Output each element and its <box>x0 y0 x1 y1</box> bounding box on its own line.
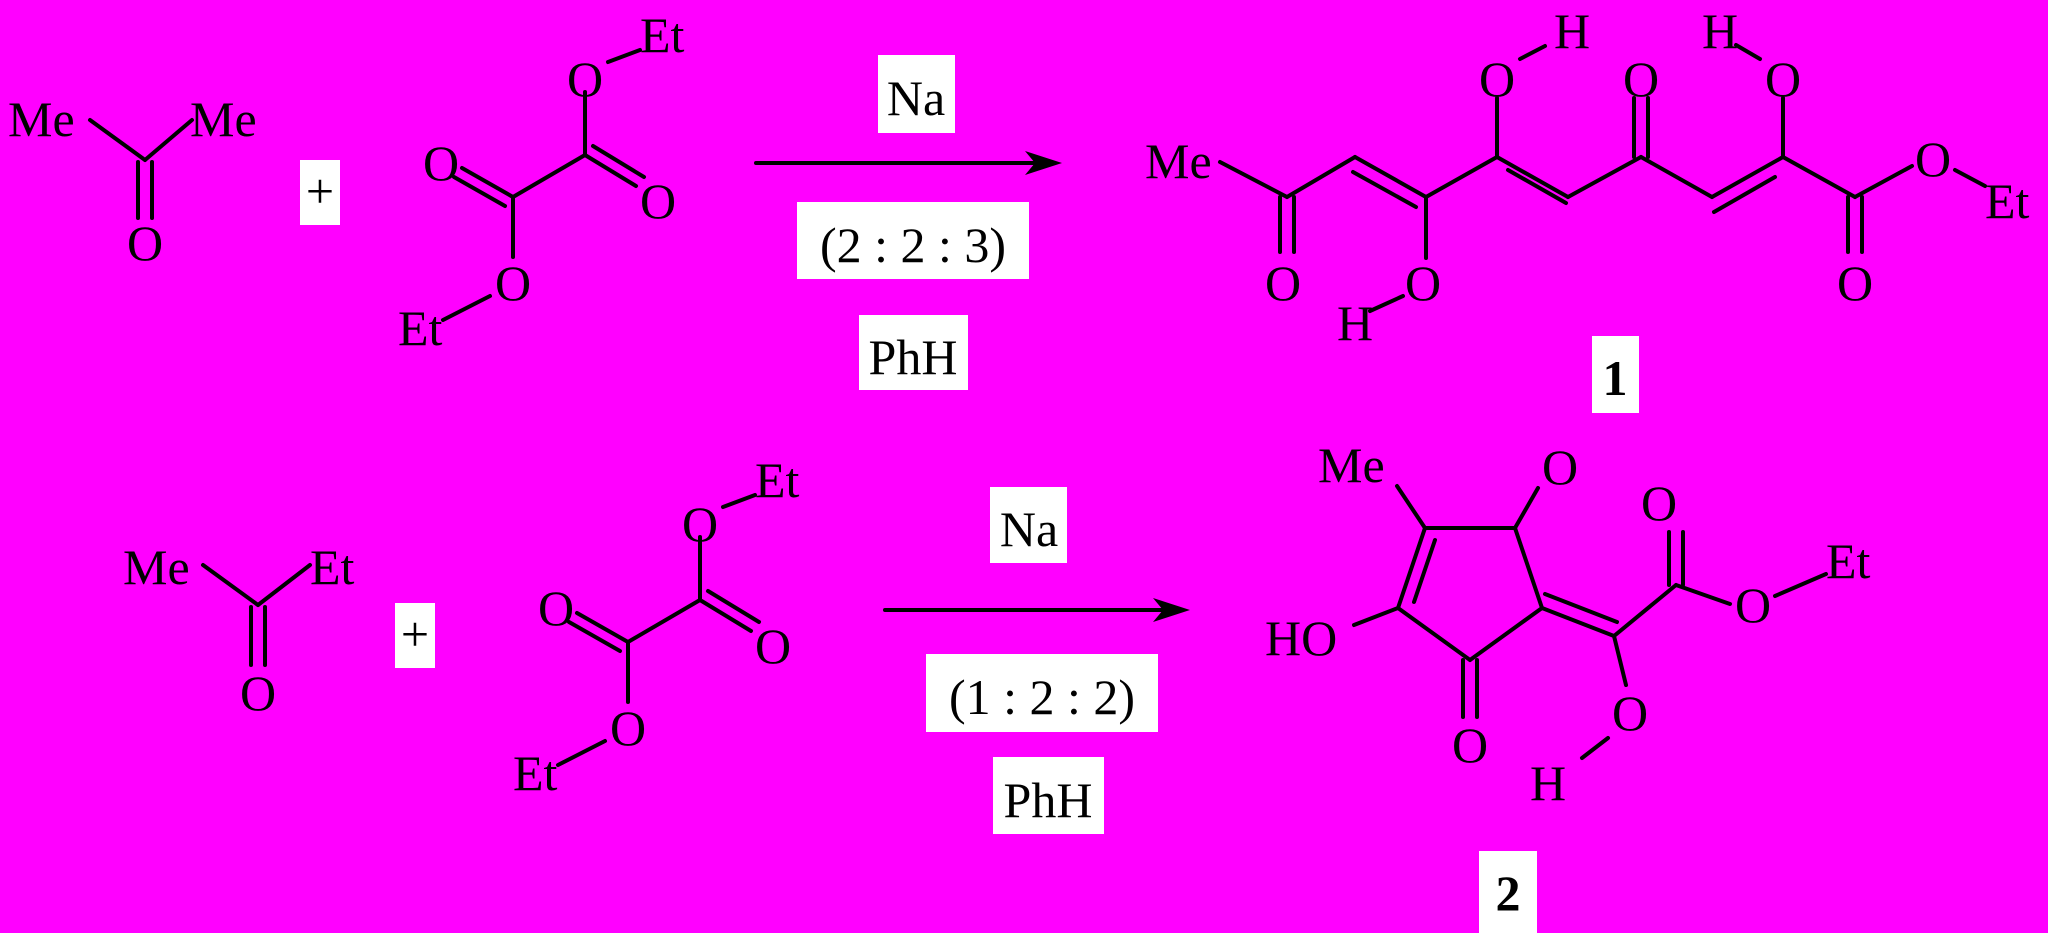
product1-o-central: O <box>1623 51 1659 107</box>
diethyl-oxalate-structure-1: O Et O O O Et <box>398 7 685 356</box>
product1-et: Et <box>1985 173 2030 229</box>
product2-o-enol: O <box>1612 685 1648 741</box>
compound-label-2: 2 <box>1496 865 1521 921</box>
plus-box-1 <box>300 160 340 225</box>
product1-h-enol1: H <box>1337 295 1373 351</box>
product1-h-enol2: H <box>1554 3 1590 59</box>
butanone-me: Me <box>123 539 190 595</box>
reagent-box-2 <box>990 487 1067 563</box>
oxalate1-o-top: O <box>567 51 603 107</box>
oxalate2-o-top: O <box>682 496 718 552</box>
ratio-1: (2 : 2 : 3) <box>820 217 1006 273</box>
acetone-oxygen: O <box>127 215 163 271</box>
product2-o-ring-top: O <box>1542 439 1578 495</box>
oxalate2-et-bottom: Et <box>513 745 558 801</box>
butanone-et: Et <box>310 539 355 595</box>
arrowhead-1 <box>1025 151 1062 175</box>
ratio-2: (1 : 2 : 2) <box>949 669 1135 725</box>
oxalate2-et-top: Et <box>755 452 800 508</box>
butanone-structure: Me Et O <box>123 539 355 721</box>
product1-o-enol3: O <box>1765 51 1801 107</box>
plus-box-2 <box>395 603 435 668</box>
oxalate2-o-carbonyl-left: O <box>538 580 574 636</box>
compound-label-box-2 <box>1479 851 1537 933</box>
product-2-structure: Me O HO O O O Et O H <box>1265 437 1871 811</box>
reagent-2: Na <box>1000 501 1058 557</box>
ratio-box-1 <box>797 202 1029 279</box>
acetone-me-right: Me <box>190 91 257 147</box>
diethyl-oxalate-structure-2: O Et O O O Et <box>513 452 800 801</box>
product2-o-ester-co: O <box>1641 475 1677 531</box>
product2-et: Et <box>1826 533 1871 589</box>
solvent-box-2 <box>993 757 1104 834</box>
reaction-2: Me Et O + O Et O O O Et Na <box>123 437 1871 933</box>
oxalate1-et-top: Et <box>640 7 685 63</box>
product2-o-ring-bottom: O <box>1452 717 1488 773</box>
oxalate2-o-bottom: O <box>610 700 646 756</box>
compound-label-box-1 <box>1592 336 1639 413</box>
product1-h-enol3: H <box>1702 3 1738 59</box>
arrowhead-2 <box>1153 598 1190 622</box>
product2-ho: HO <box>1265 610 1337 666</box>
oxalate2-o-carbonyl-right: O <box>755 618 791 674</box>
product-1-structure: Me O O H O H O O H O Et O <box>1145 3 2030 351</box>
oxalate1-o-bottom: O <box>495 255 531 311</box>
product2-me: Me <box>1318 437 1385 493</box>
solvent-1: PhH <box>869 329 958 385</box>
acetone-me-left: Me <box>8 91 75 147</box>
oxalate1-o-carbonyl-left: O <box>423 135 459 191</box>
solvent-box-1 <box>859 315 968 390</box>
oxalate1-o-carbonyl-right: O <box>640 173 676 229</box>
product1-me: Me <box>1145 133 1212 189</box>
reagent-box-1 <box>878 55 955 133</box>
plus-sign-2: + <box>401 606 429 662</box>
butanone-oxygen: O <box>240 665 276 721</box>
plus-sign-1: + <box>306 163 334 219</box>
product1-o-ester-eth: O <box>1915 131 1951 187</box>
compound-label-1: 1 <box>1603 350 1628 406</box>
acetone-structure: Me Me O <box>8 91 257 271</box>
product1-o-enol1: O <box>1405 255 1441 311</box>
oxalate1-et-bottom: Et <box>398 300 443 356</box>
product2-h-enol: H <box>1530 755 1566 811</box>
product2-o-ester-eth: O <box>1735 577 1771 633</box>
solvent-2: PhH <box>1004 772 1093 828</box>
product1-o-ketone: O <box>1265 255 1301 311</box>
product1-o-ester-co: O <box>1837 255 1873 311</box>
reagent-1: Na <box>887 70 945 126</box>
ratio-box-2 <box>926 654 1158 732</box>
reaction-1: Me Me O + O Et O O O Et Na <box>8 3 2030 413</box>
product1-o-enol2: O <box>1479 51 1515 107</box>
